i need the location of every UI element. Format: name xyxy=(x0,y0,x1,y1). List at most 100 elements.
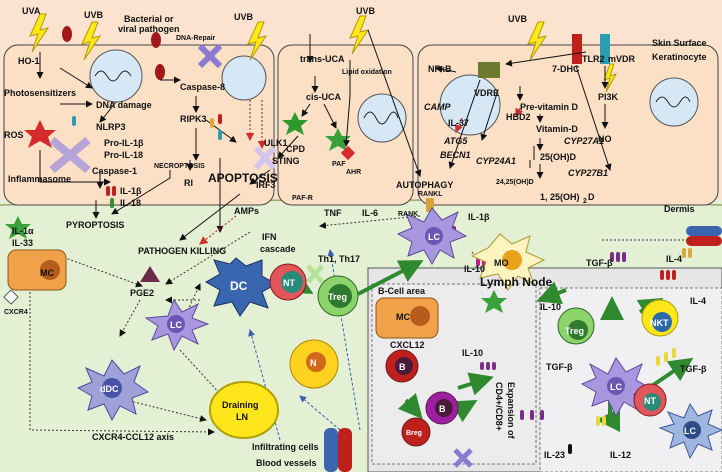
pi3k-label: PI3K xyxy=(598,92,619,102)
irf3-label: IRF3 xyxy=(256,180,276,190)
mc-label-1: MC xyxy=(40,268,54,278)
trans-uca-label: trans-UCA xyxy=(300,54,345,64)
lipid-oxidation-label: Lipid oxidation xyxy=(342,69,392,76)
axis-label: CXCR4-CCL12 axis xyxy=(92,432,174,442)
becn1-label: BECN1 xyxy=(440,150,471,160)
vitd-label: Vitamin-D xyxy=(536,124,578,134)
photosensitizers-label: Photosensitizers xyxy=(4,88,76,98)
uva-bolt-icon xyxy=(29,13,50,53)
necroptosis-label: NECROPTOSIS xyxy=(154,163,205,170)
uvb-bolt-icon-4 xyxy=(527,21,548,61)
oh125-d: D xyxy=(588,192,595,202)
ri-label: RI xyxy=(184,178,193,188)
pge2-label: PGE2 xyxy=(130,288,154,298)
nucleus-1 xyxy=(89,49,143,103)
lc-label-2: LC xyxy=(610,382,622,392)
il23-label: IL-23 xyxy=(544,450,565,460)
blood-vessel-red xyxy=(338,428,352,472)
amps-label: AMPs xyxy=(234,206,259,216)
expansion-label-1: Expansion of xyxy=(506,382,516,440)
dna-repair-label: DNA-Repair xyxy=(176,35,216,42)
oh125-label: 1, 25(OH) xyxy=(540,192,580,202)
il10-label-3: IL-10 xyxy=(540,302,561,312)
camp-label: CAMP xyxy=(424,102,451,112)
cytokine-pills xyxy=(72,114,692,454)
caspase1-label: Caspase-1 xyxy=(92,166,137,176)
keratinocyte-box-1 xyxy=(3,44,275,206)
tgfb-label-1: TGF-β xyxy=(586,258,613,268)
oh125-sub: 2 xyxy=(583,198,587,205)
bacterial-label-1: Bacterial or xyxy=(124,14,174,24)
cis-uca-label: cis-UCA xyxy=(306,92,342,102)
mo-label: MO xyxy=(494,258,509,268)
il4-label-1: IL-4 xyxy=(666,254,682,264)
nucleus-4 xyxy=(439,74,501,136)
treg-label-2: Treg xyxy=(565,326,584,336)
pathogen-killing-label: PATHOGEN KILLING xyxy=(138,246,226,256)
uvb-bolt-icon-1 xyxy=(81,21,102,61)
tnf-label: TNF xyxy=(324,208,342,218)
nkt-label: NKT xyxy=(650,318,669,328)
uvb-label-3: UVB xyxy=(356,6,376,16)
mvdr-label: mVDR xyxy=(608,54,636,64)
b-label-2: B xyxy=(439,404,446,414)
ho1-label: HO-1 xyxy=(18,56,40,66)
atg5-label: ATG5 xyxy=(443,136,468,146)
uvb-label-1: UVB xyxy=(84,10,104,20)
ahr-label: AHR xyxy=(346,169,361,176)
il10-label-1: IL-10 xyxy=(464,264,485,274)
cpd-star-icon xyxy=(282,112,308,135)
ddc-label: dDC xyxy=(100,384,119,394)
pathogen-icon-1 xyxy=(62,26,72,42)
nfkb-label: NFκB xyxy=(428,64,452,74)
tgfb-label-2: TGF-β xyxy=(546,362,573,372)
blood-vessel-right-red xyxy=(686,236,722,246)
il37-label: IL-37 xyxy=(448,118,469,128)
cxcr4-label: CXCR4 xyxy=(4,309,28,316)
il33-label: IL-33 xyxy=(12,238,33,248)
pge2-triangle-icon xyxy=(140,266,160,282)
caspase8-label: Caspase-8 xyxy=(180,82,225,92)
blood-vessels-label: Blood vessels xyxy=(256,458,317,468)
previt-label: Pre-vitamin D xyxy=(520,102,579,112)
apoptosis-label: APOPTOSIS xyxy=(208,171,278,185)
pyroptosis-label: PYROPTOSIS xyxy=(66,220,124,230)
il12-label: IL-12 xyxy=(610,450,631,460)
il6-label: IL-6 xyxy=(362,208,378,218)
blood-vessel-right-blue xyxy=(686,226,722,236)
nucleus-5 xyxy=(649,77,699,127)
rankl-receptor-icon xyxy=(426,198,434,212)
mc2-star-icon xyxy=(481,290,507,313)
n-label: N xyxy=(310,358,317,368)
dc-label: DC xyxy=(230,279,248,293)
uvb-label-4: UVB xyxy=(508,14,528,24)
paf-label: PAF xyxy=(332,161,346,168)
bacterial-label-2: viral pathogen xyxy=(118,24,180,34)
skin-surface-label: Skin Surface xyxy=(652,38,707,48)
b-label-1: B xyxy=(399,362,406,372)
treg-label-1: Treg xyxy=(328,292,347,302)
tgfb-label-3: TGF-β xyxy=(680,364,707,374)
sting-block-icon xyxy=(253,145,277,171)
vdre-complex-icon xyxy=(478,62,500,78)
ifn-label-1: IFN xyxy=(262,232,277,242)
lc-label-1: LC xyxy=(170,320,182,330)
hbd2-label: HBD2 xyxy=(506,112,531,122)
pathogen-icon-3 xyxy=(155,64,165,80)
seven-dhc-label: 7-DHC xyxy=(552,64,580,74)
mc-star-icon xyxy=(5,216,31,239)
pathogen-icon-2 xyxy=(151,32,161,48)
ahr-diamond-icon xyxy=(340,145,356,161)
draining-label-1: Draining xyxy=(222,400,259,410)
lc-label-boundary: LC xyxy=(428,232,440,242)
bcell-area-label: B-Cell area xyxy=(378,286,426,296)
tlr2-receptor-icon xyxy=(572,34,582,64)
paf-r-label: PAF-R xyxy=(292,195,313,202)
no-label: NO xyxy=(598,134,612,144)
cxcr4-diamond-icon xyxy=(3,289,19,305)
nucleus-3 xyxy=(357,93,407,143)
cyp27a1-label: CYP27A1 xyxy=(564,136,604,146)
il1b-label-2: IL-1β xyxy=(468,212,490,222)
inflammasome-icon xyxy=(49,136,91,174)
